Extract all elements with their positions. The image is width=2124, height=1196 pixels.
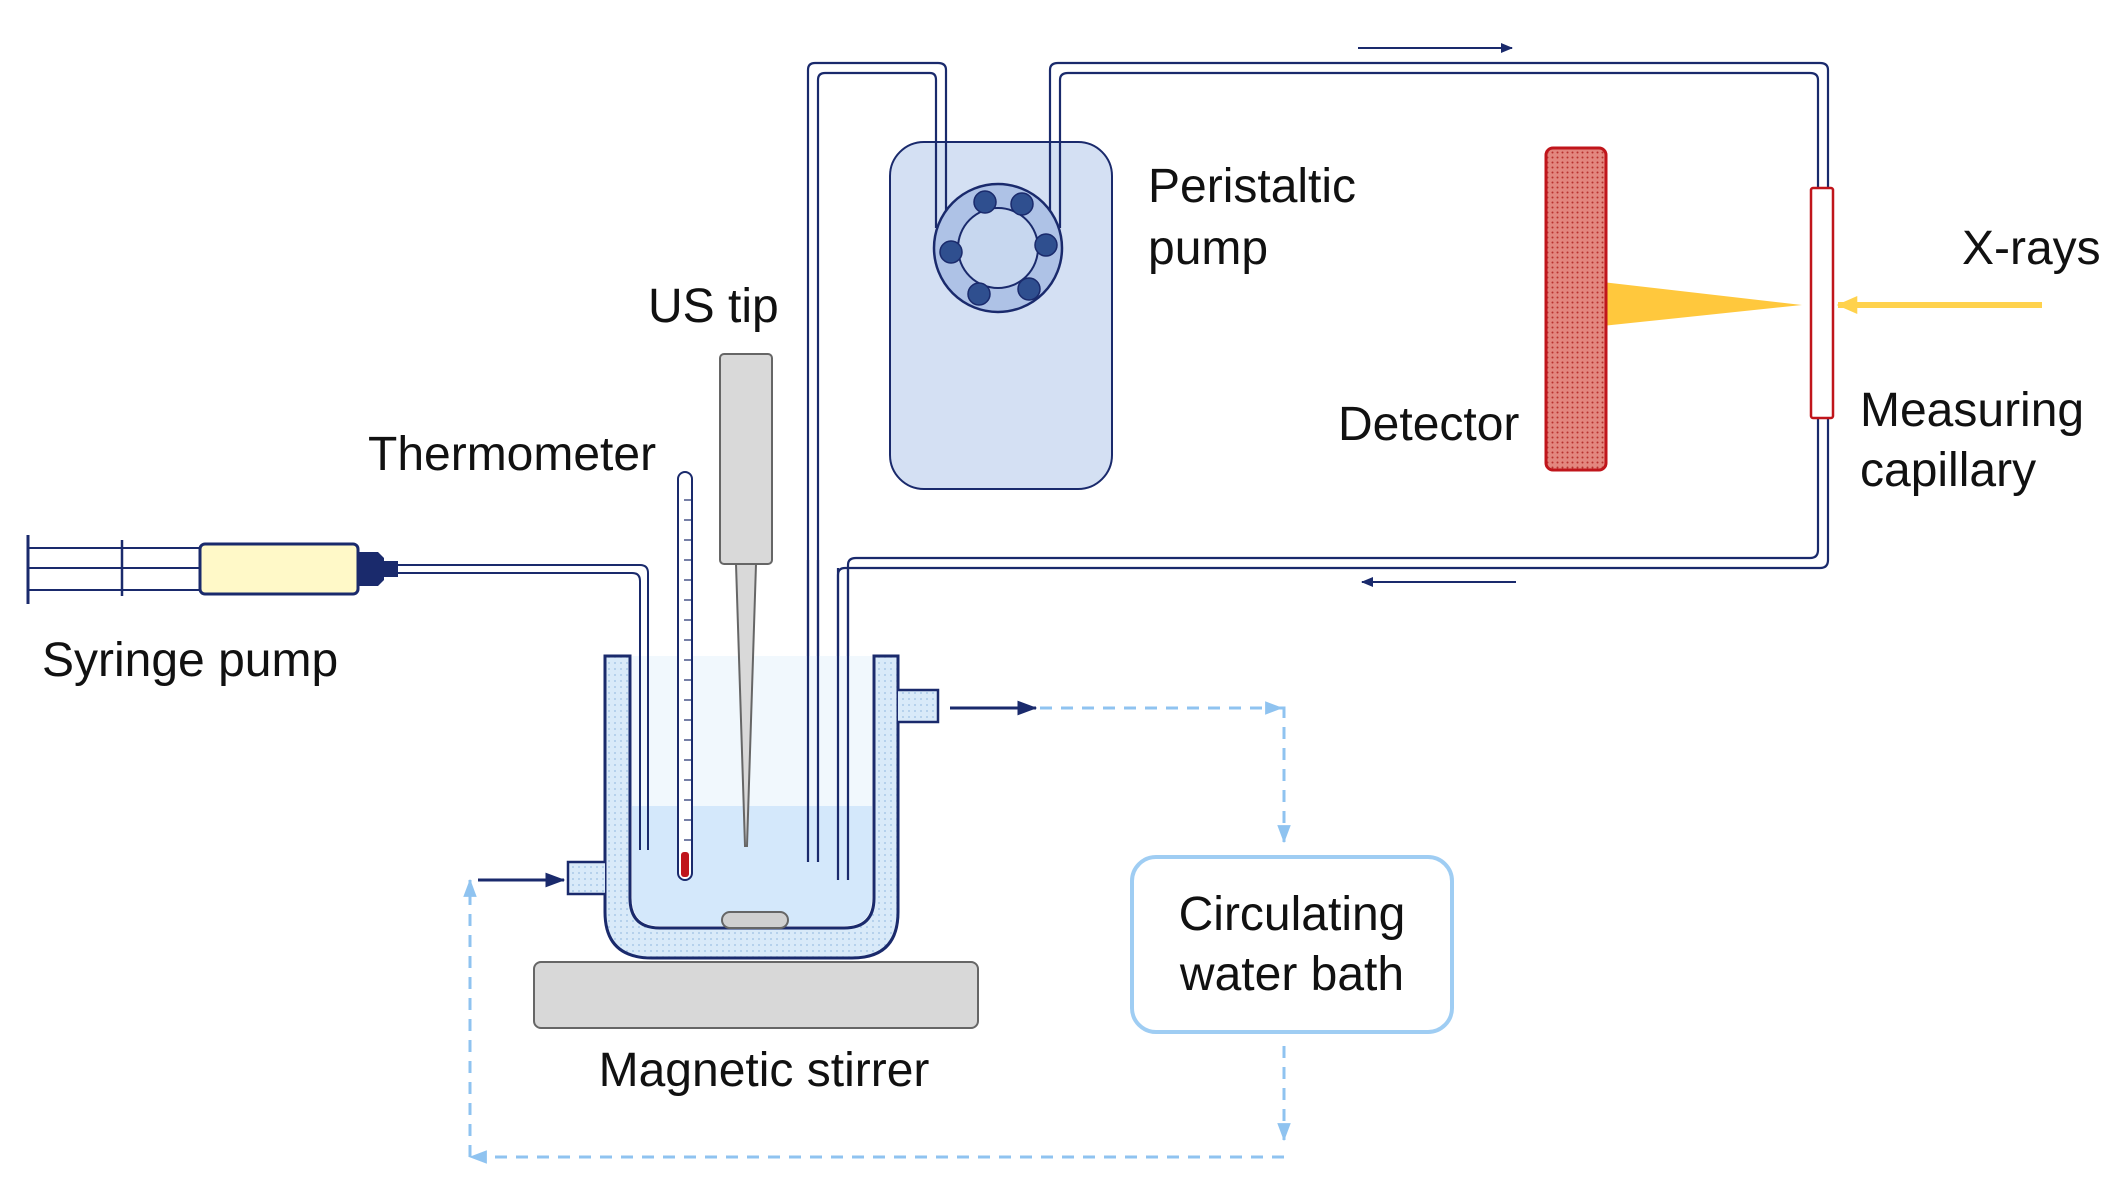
jacket-outlet-port [898,688,940,724]
label-thermometer: Thermometer [368,428,656,481]
circulating-bath-box [1130,855,1454,1034]
magnetic-stirrer-plate [533,961,979,1029]
jacket-inlet-port [566,860,605,896]
label-peristaltic-pump-2: pump [1148,222,1268,275]
syringe-icon [26,535,398,604]
label-us-tip: US tip [648,280,779,333]
reactor-jacket [603,654,900,960]
label-circulating-bath-2: water bath [1179,948,1404,1001]
label-detector: Detector [1338,398,1519,451]
label-peristaltic-pump-1: Peristaltic [1148,160,1356,213]
label-xrays: X-rays [1962,222,2101,275]
syringe-feed-tube [398,564,649,850]
label-magnetic-stirrer: Magnetic stirrer [599,1044,930,1097]
label-syringe-pump: Syringe pump [42,634,338,687]
label-measuring-capillary-2: capillary [1860,444,2036,497]
measuring-capillary [1809,186,1835,420]
sonotrode-icon [719,353,773,847]
label-circulating-bath-1: Circulating [1179,888,1406,941]
stir-bar [721,911,789,929]
peristaltic-rotor-icon [932,182,1064,314]
detector-panel [1544,146,1608,472]
cooling-water-loop [463,701,1291,1164]
reaction-liquid [632,806,872,926]
xray-scatter-beam [1602,282,1802,326]
label-measuring-capillary-1: Measuring [1860,384,2084,437]
thermometer-icon [677,471,693,881]
